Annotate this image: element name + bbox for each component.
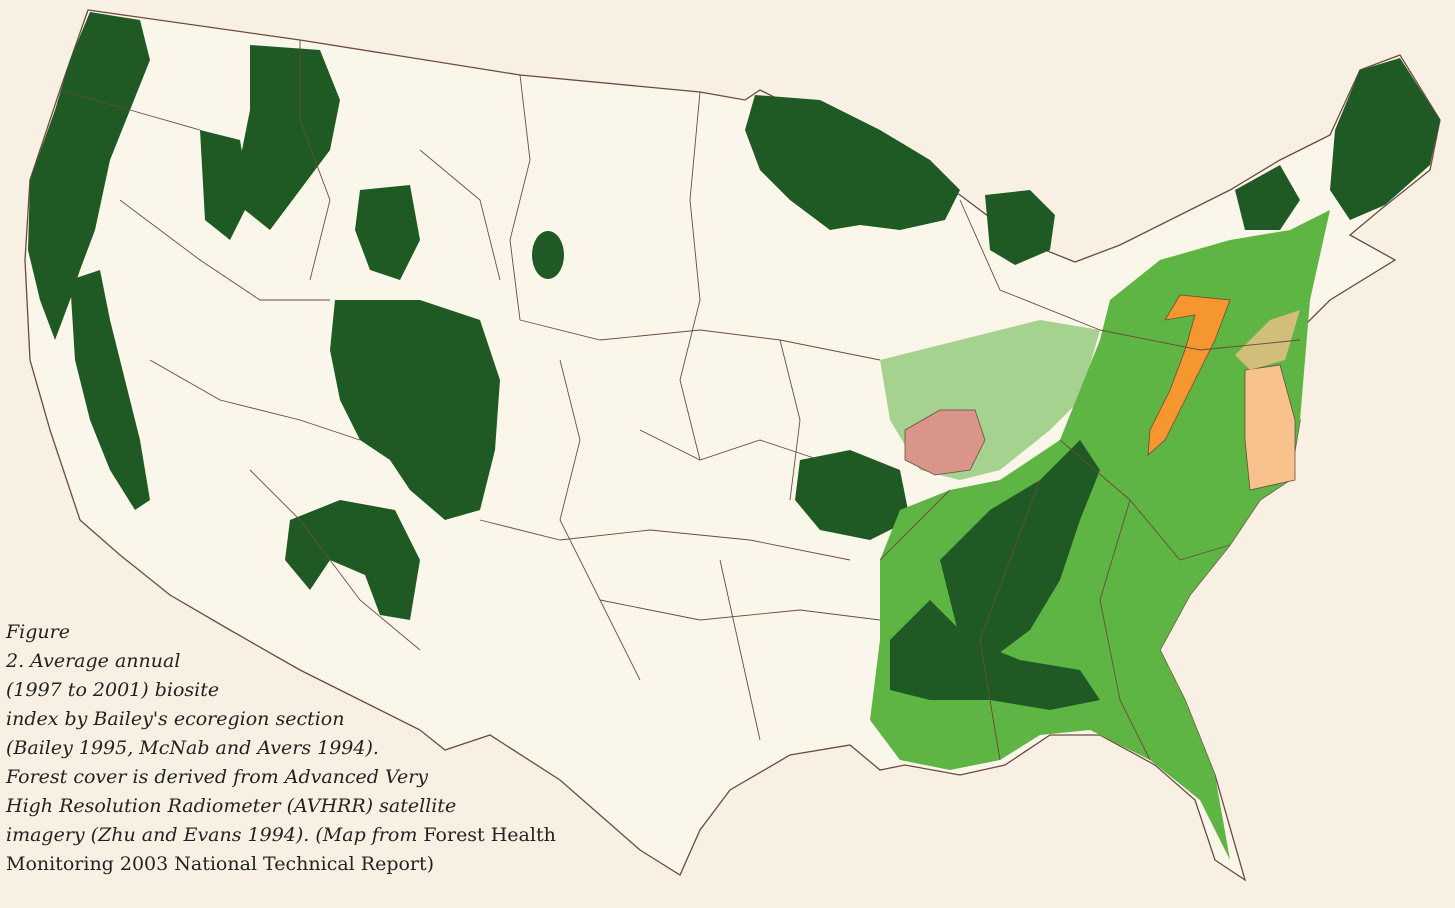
- forest-cascades: [70, 270, 150, 510]
- caption-line: index by Bailey's ecoregion section: [6, 708, 345, 730]
- caption-line: Figure: [6, 621, 70, 643]
- caption-line-roman: Forest Health: [417, 824, 556, 846]
- caption-line: Monitoring 2003 National Technical Repor…: [6, 853, 435, 875]
- forest-southwest: [285, 500, 420, 620]
- forest-idaho: [200, 130, 250, 240]
- forest-black-hills: [532, 231, 564, 279]
- forest-adirondacks: [1235, 165, 1300, 230]
- caption-line: (Bailey 1995, McNab and Avers 1994).: [6, 737, 379, 759]
- caption-line: Forest cover is derived from Advanced Ve…: [6, 766, 429, 788]
- region-moderate-index-nj: [1235, 310, 1300, 370]
- forest-ozarks: [795, 450, 910, 540]
- caption-line: (1997 to 2001) biosite: [6, 679, 220, 701]
- forest-gulf-plain: [890, 600, 1100, 710]
- forest-new-england: [1330, 58, 1440, 220]
- forest-wyoming: [355, 185, 420, 280]
- forest-pacific: [28, 12, 150, 340]
- ecoregion-boundaries: [59, 40, 1301, 761]
- caption-line: 2. Average annual: [6, 650, 181, 672]
- figure-caption: Figure 2. Average annual (1997 to 2001) …: [6, 618, 576, 879]
- caption-line-italic: imagery (Zhu and Evans 1994). (Map from: [6, 824, 418, 846]
- forest-appalachian: [940, 440, 1100, 660]
- forest-northern-rockies: [240, 45, 340, 230]
- caption-line: imagery (Zhu and Evans 1994). (Map from …: [6, 821, 576, 850]
- forest-colorado: [330, 300, 500, 520]
- region-high-index-pennsylvania: [1147, 294, 1231, 456]
- region-high-index-delmarva: [1244, 364, 1296, 491]
- forest-great-lakes: [745, 95, 960, 230]
- region-low-index-kentucky: [904, 409, 986, 476]
- forest-michigan: [985, 190, 1055, 265]
- caption-line: High Resolution Radiometer (AVHRR) satel…: [6, 795, 457, 817]
